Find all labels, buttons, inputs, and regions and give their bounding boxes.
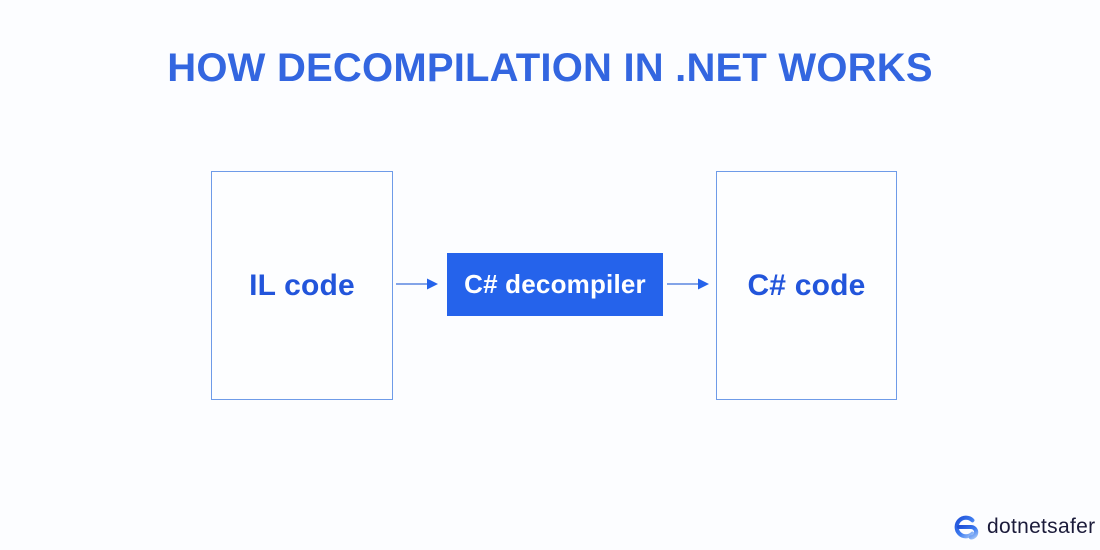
flow-node-csharp-decompiler: C# decompiler <box>447 253 663 316</box>
page-title: HOW DECOMPILATION IN .NET WORKS <box>167 46 933 90</box>
flow-node-label: C# decompiler <box>464 269 646 299</box>
brand-wordmark: dotnetsafer <box>987 515 1096 538</box>
flow-node-il-code: IL code <box>211 171 393 400</box>
flow-node-label: IL code <box>249 268 355 302</box>
brand-logo: dotnetsafer <box>950 509 1095 545</box>
arrow-right-icon <box>396 276 442 292</box>
decompilation-flow-diagram: IL code C# decompiler C# code <box>0 171 1100 401</box>
arrow-right-icon <box>667 276 713 292</box>
flow-node-csharp-code: C# code <box>716 171 897 400</box>
dotnetsafer-swirl-icon <box>950 512 980 542</box>
flow-node-label: C# code <box>747 268 866 302</box>
